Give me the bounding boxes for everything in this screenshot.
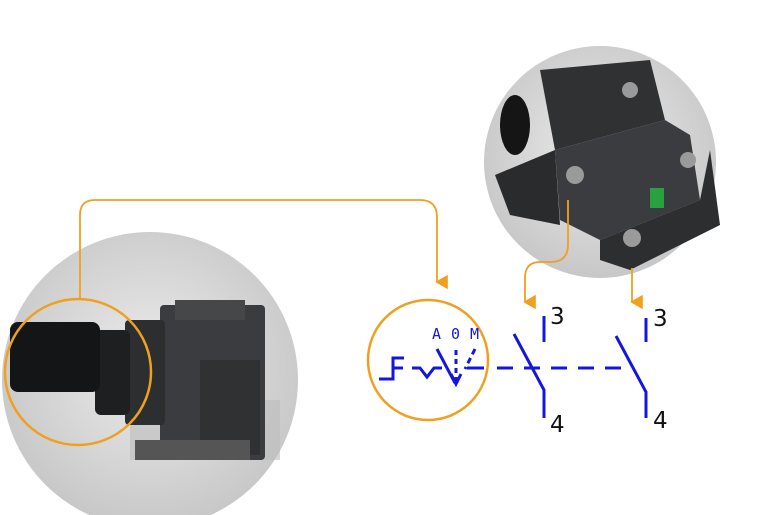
position-a-label: A: [432, 325, 441, 343]
contact-block-photo: [484, 46, 720, 278]
contact-1-top-terminal: 3: [550, 304, 565, 330]
selector-highlight-circle: [3, 297, 153, 447]
selector-symbol: [379, 348, 630, 388]
contact-2-top-terminal: 3: [653, 306, 668, 332]
contact-2-symbol: [614, 318, 648, 418]
position-0-label: 0: [451, 325, 460, 343]
callout-arrow: [79, 199, 643, 310]
contact-1-symbol: [512, 316, 546, 418]
contact-1-bottom-terminal: 4: [550, 412, 565, 438]
position-m-label: M: [470, 325, 479, 343]
schematic-highlight-circle: [366, 298, 490, 422]
contact-2-bottom-terminal: 4: [653, 408, 668, 434]
